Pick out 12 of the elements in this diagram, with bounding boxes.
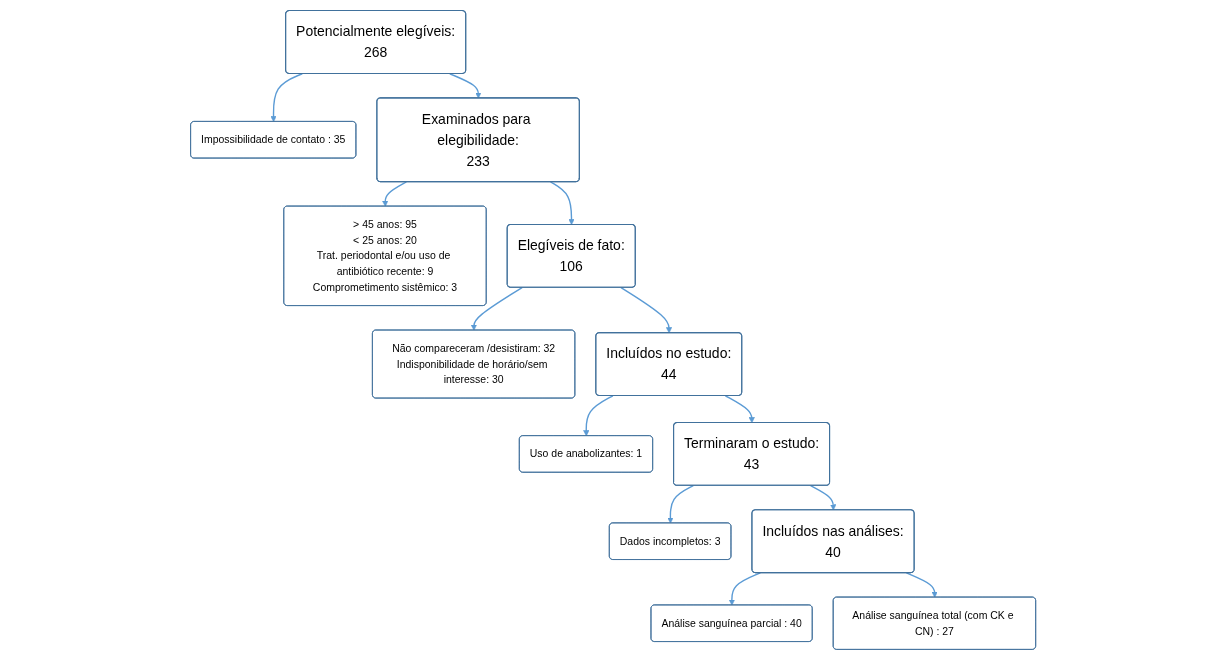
- arrow: [549, 180, 575, 225]
- arrow: [724, 394, 755, 423]
- arrow: [382, 180, 407, 207]
- arrow: [667, 484, 694, 523]
- arrow: [809, 484, 837, 510]
- arrow: [728, 571, 761, 606]
- arrow: [470, 286, 523, 331]
- arrow: [270, 72, 303, 122]
- arrow: [448, 72, 482, 98]
- arrow: [905, 571, 938, 598]
- arrow: [583, 394, 614, 436]
- arrow: [620, 286, 672, 333]
